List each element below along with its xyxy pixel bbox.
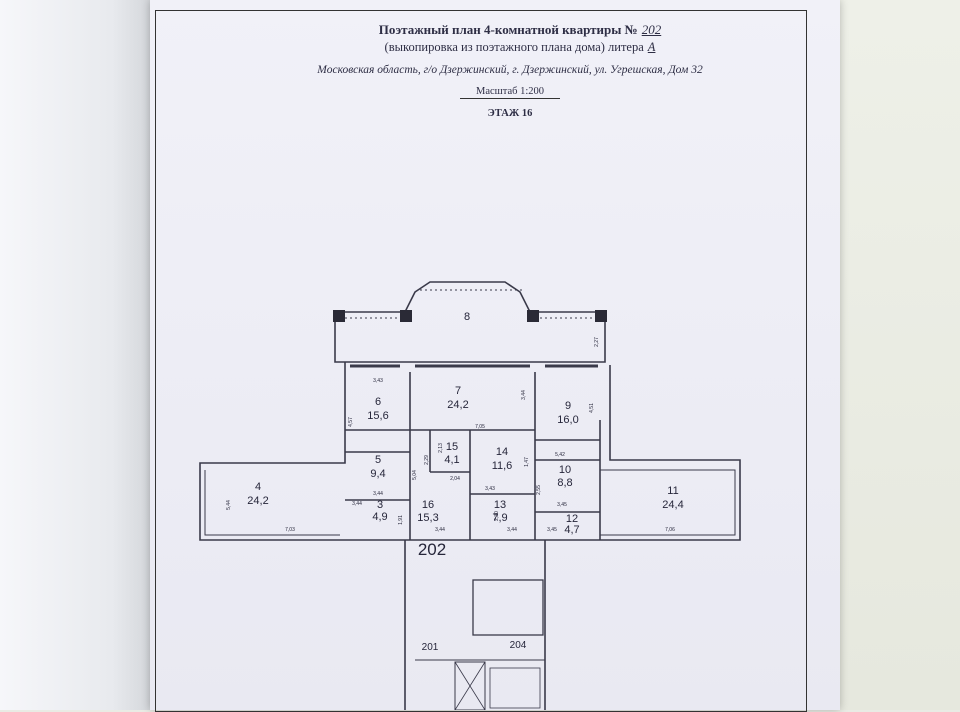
scale-line: Масштаб 1:200: [30, 86, 960, 99]
room-number: 15: [446, 441, 458, 453]
plan-title-text: Поэтажный план 4-комнатной квартиры №: [378, 22, 638, 37]
room-area: 4,7: [564, 524, 579, 536]
room-number: 14: [496, 446, 508, 458]
dim-label: 1,91: [398, 515, 404, 525]
room-labels: 4 24,2 3 4,9 5 9,4 6 15,6 7 24,2 8 9 16,…: [247, 311, 683, 536]
room-area: 15,6: [367, 410, 388, 422]
dim-label: 3,43: [373, 378, 383, 384]
dim-label: 2,27: [594, 337, 600, 347]
apartment-label: 202: [418, 540, 446, 559]
room-area: 24,2: [447, 399, 468, 411]
room-area: 24,2: [247, 495, 268, 507]
dim-label: 1,47: [524, 457, 530, 467]
litera-value: А: [647, 40, 656, 54]
address-line: Московская область, г/о Дзержинский, г. …: [317, 64, 703, 76]
room-number: 10: [559, 464, 571, 476]
floor-label: ЭТАЖ 16: [487, 108, 533, 119]
dim-label: 7,06: [665, 527, 675, 533]
dim-label: 4,57: [348, 417, 354, 427]
dim-label: 3,44: [521, 390, 527, 400]
dim-label: 3,44: [435, 527, 445, 533]
dim-label: 3,45: [557, 502, 567, 508]
room-number: 11: [667, 485, 678, 497]
dim-label: 7,03: [285, 527, 295, 533]
dim-label: 5,44: [226, 500, 232, 510]
room-area: 24,4: [662, 499, 683, 511]
room-area: 8,8: [557, 477, 572, 489]
room-area: 4,1: [444, 454, 459, 466]
room-area: 16,0: [557, 414, 578, 426]
room-number: 6: [375, 396, 381, 408]
room-number: 3: [377, 499, 383, 511]
room-number: 4: [255, 481, 261, 493]
dim-label: 2,13: [438, 443, 444, 453]
room-area: 11,6: [492, 460, 513, 472]
room-number: 8: [464, 311, 470, 323]
room-area: 4,9: [372, 511, 387, 523]
background-left-page: [0, 0, 160, 710]
dim-label: 4,51: [589, 403, 595, 413]
room-area: 9,4: [370, 468, 385, 480]
scale-text: Масштаб 1:200: [459, 86, 560, 99]
room-number: 16: [422, 499, 434, 511]
dim-label: 2,29: [424, 455, 430, 465]
room-area: 7,9: [492, 512, 507, 524]
room-area: 15,3: [417, 512, 438, 524]
dim-label: 7,05: [475, 424, 485, 430]
dimension-labels: 3,43 4,57 7,05 3,44 4,51 5,42 3,43 2,55 …: [226, 337, 675, 533]
neighbor-label: 201: [422, 642, 439, 653]
wall-columns: [333, 310, 607, 322]
plan-subtitle: (выкопировка из поэтажного плана дома) л…: [40, 40, 960, 55]
room-number: 5: [375, 454, 381, 466]
dim-label: 5,04: [412, 470, 418, 480]
document-sheet: [150, 0, 840, 710]
dim-label: 3,44: [373, 491, 383, 497]
room-number: 7: [455, 385, 461, 397]
dim-label: 3,44: [507, 527, 517, 533]
dim-label: 3,43: [485, 486, 495, 492]
dim-label: 2,55: [536, 485, 542, 495]
plan-walls: [199, 281, 741, 710]
room-number: 12: [566, 513, 578, 525]
dim-label: 5,42: [555, 452, 565, 458]
dim-label: 2,30: [494, 511, 500, 521]
room-number: 13: [494, 499, 506, 511]
room-number: 9: [565, 400, 571, 412]
dim-label: 3,45: [547, 527, 557, 533]
dim-label: 2,04: [450, 476, 460, 482]
apartment-number: 202: [641, 22, 662, 37]
neighbor-label: 204: [510, 640, 527, 651]
dim-label: 3,44: [352, 501, 362, 507]
plan-subtitle-text: (выкопировка из поэтажного плана дома) л…: [384, 40, 644, 54]
